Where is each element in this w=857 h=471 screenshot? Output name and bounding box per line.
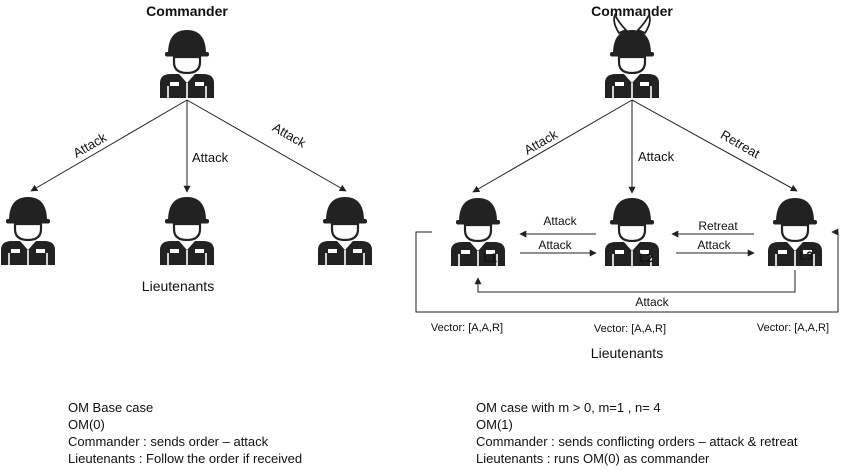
right-order-arrow-1 (472, 99, 633, 193)
left-caption-line-2: OM(0) (68, 417, 105, 432)
vector-label-l1: Vector: [A,A,R] (431, 322, 503, 334)
relay-arrow-l3-l1 (474, 270, 796, 293)
left-lieutenant-icon-1 (0, 195, 57, 267)
left-lieutenant-icon-3 (316, 195, 374, 267)
node-label-l3: L3 (799, 249, 813, 263)
left-commander-label: Commander (146, 3, 228, 19)
relay-label-l3-l1: Attack (635, 295, 669, 309)
right-diagram: Commander Attack Attack Retreat L1 L2 L3… (415, 3, 839, 361)
left-order-arrow-1 (30, 99, 188, 192)
right-caption-line-2: OM(1) (476, 417, 513, 432)
left-caption: OM Base case OM(0) Commander : sends ord… (68, 399, 302, 467)
relay-label-l2-l1: Attack (543, 214, 577, 228)
left-lieutenant-icon-2 (158, 195, 216, 267)
right-commander-label: Commander (591, 3, 673, 19)
relay-label-l1-l2: Attack (538, 238, 572, 252)
left-caption-line-3: Commander : sends order – attack (68, 434, 269, 449)
left-order-label-2: Attack (192, 150, 229, 165)
relay-label-l3-l2: Retreat (698, 219, 738, 233)
node-label-l1: L1 (483, 251, 497, 265)
right-caption-line-3: Commander : sends conflicting orders – a… (476, 434, 798, 449)
right-lieutenant-icon-3 (766, 196, 824, 268)
right-order-label-3: Retreat (718, 127, 763, 161)
left-caption-line-4: Lieutenants : Follow the order if receiv… (68, 451, 303, 466)
right-order-label-2: Attack (638, 149, 675, 164)
right-caption: OM case with m > 0, m=1 , n= 4 OM(1) Com… (476, 399, 798, 467)
left-order-arrow-3 (186, 99, 347, 192)
left-commander-icon (158, 28, 216, 100)
outer-loop-arrow (415, 228, 839, 313)
left-caption-line-1: OM Base case (68, 400, 154, 415)
left-lieutenants-label: Lieutenants (142, 278, 214, 294)
right-caption-line-1: OM case with m > 0, m=1 , n= 4 (476, 400, 661, 415)
node-label-l2: L2 (639, 251, 653, 265)
right-lieutenants-label: Lieutenants (591, 345, 663, 361)
left-diagram: Commander Attack Attack Attack Lieutenan… (0, 3, 374, 294)
relay-label-l2-l3: Attack (697, 238, 731, 252)
right-traitor-commander-icon (603, 14, 661, 100)
left-order-label-1: Attack (70, 129, 109, 160)
right-caption-line-4: Lieutenants : runs OM(0) as commander (476, 451, 710, 466)
vector-label-l3: Vector: [A,A,R] (757, 322, 829, 334)
right-order-arrow-3 (631, 99, 798, 192)
left-order-label-3: Attack (270, 120, 309, 151)
vector-label-l2: Vector: [A,A,R] (594, 323, 666, 335)
